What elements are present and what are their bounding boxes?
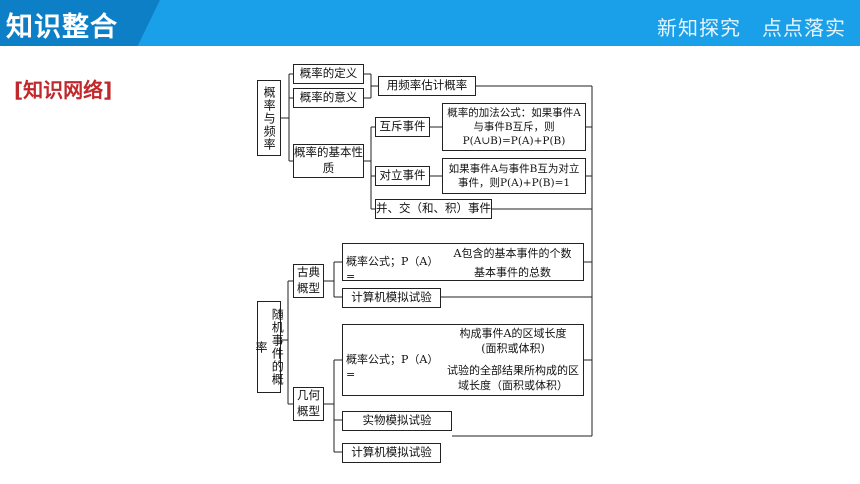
geometric-formula-prefix: 概率公式；P（A）= [346,353,439,381]
node-geometric-model: 几何概型 [293,387,324,421]
node-geometric-formula [342,324,584,396]
geometric-numerator: 构成事件A的区域长度(面积或体积) [459,327,567,355]
node-frequency-estimate: 用频率估计概率 [378,76,476,96]
root-random-event-probability: 随机事件的概率 [254,301,284,393]
page-title: 知识整合 [6,12,118,43]
header-bar: 知识整合 新知探究 点点落实 [0,0,860,46]
header-title-tab [0,0,160,46]
node-union-intersection: 并、交（和、积）事件 [375,199,492,219]
node-addition-formula: 概率的加法公式：如果事件A与事件B互斥，则P(A∪B)=P(A)+P(B) [442,103,586,151]
classical-formula-prefix: 概率公式；P（A）= [346,255,439,283]
node-computer-simulation-1: 计算机模拟试验 [342,288,441,308]
node-classical-formula [342,243,584,281]
node-probability-definition: 概率的定义 [293,64,364,84]
geometric-denominator: 试验的全部结果所构成的区域长度（面积或体积） [447,364,579,392]
node-complementary: 对立事件 [375,166,430,186]
classical-numerator: A包含的基本事件的个数 [453,247,572,260]
root-probability-and-frequency: 概率与频率 [257,80,281,156]
node-complementary-formula: 如果事件A与事件B互为对立事件，则P(A)+P(B)=1 [442,158,586,194]
node-classical-model: 古典概型 [293,264,324,298]
node-computer-simulation-2: 计算机模拟试验 [342,443,441,463]
classical-denominator: 基本事件的总数 [474,266,551,279]
node-physical-simulation: 实物模拟试验 [342,411,452,431]
header-subtitle: 新知探究 点点落实 [657,16,846,40]
node-basic-properties: 概率的基本性质 [293,144,364,178]
node-mutually-exclusive: 互斥事件 [375,117,430,137]
node-probability-meaning: 概率的意义 [293,88,364,108]
section-label: [知识网络] [14,78,113,102]
